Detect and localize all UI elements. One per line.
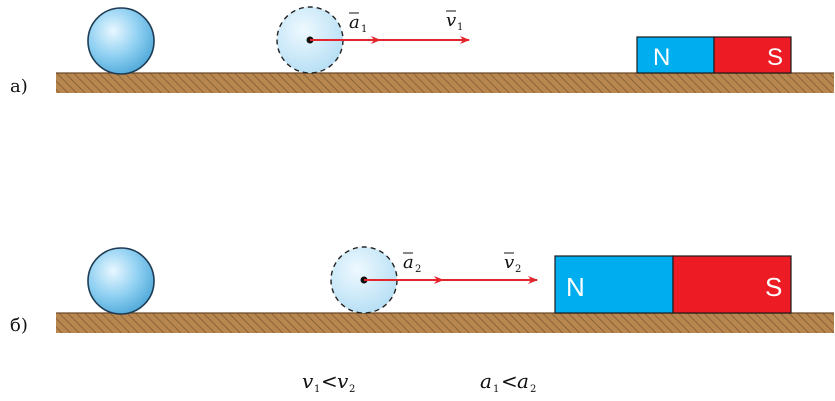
magnet-b-north-label: N <box>566 272 585 302</box>
svg-text:v: v <box>302 369 314 393</box>
ground-b <box>56 313 834 333</box>
velocity-label-b: v 2 <box>504 252 521 275</box>
velocity-relation: v 1 < v 2 <box>302 369 355 395</box>
svg-text:<: < <box>321 369 338 393</box>
accel-label-b: a 2 <box>403 252 421 275</box>
magnet-a: N S <box>637 37 791 73</box>
svg-text:v: v <box>337 369 349 393</box>
magnet-b: N S <box>555 256 791 313</box>
panel-b: б) a 2 v 2 N S <box>10 247 834 336</box>
svg-text:1: 1 <box>457 22 463 33</box>
magnet-a-north-label: N <box>653 44 670 71</box>
svg-text:2: 2 <box>515 264 521 275</box>
svg-text:a: a <box>403 252 414 273</box>
svg-text:1: 1 <box>493 384 499 395</box>
accel-label-a: a 1 <box>349 12 367 35</box>
svg-text:1: 1 <box>314 384 320 395</box>
magnet-a-north <box>637 37 714 73</box>
panel-a: а) a 1 v 1 N S <box>10 7 834 97</box>
panel-a-label: а) <box>10 76 28 97</box>
svg-text:<: < <box>501 369 518 393</box>
magnet-a-south-label: S <box>767 44 783 71</box>
svg-text:2: 2 <box>530 384 536 395</box>
ball-at-rest-b <box>88 248 154 314</box>
svg-text:a: a <box>349 12 360 33</box>
ground-a <box>56 73 834 93</box>
svg-text:1: 1 <box>361 24 367 35</box>
svg-text:v: v <box>446 10 456 31</box>
panel-b-label: б) <box>10 315 28 336</box>
ball-at-rest-a <box>88 8 154 74</box>
accel-relation: a 1 < a 2 <box>480 369 536 395</box>
svg-text:2: 2 <box>415 264 421 275</box>
svg-text:2: 2 <box>349 384 355 395</box>
svg-text:a: a <box>480 369 492 393</box>
velocity-label-a: v 1 <box>446 10 463 33</box>
magnet-b-south-label: S <box>765 272 782 302</box>
svg-text:v: v <box>504 252 514 273</box>
svg-text:a: a <box>517 369 529 393</box>
